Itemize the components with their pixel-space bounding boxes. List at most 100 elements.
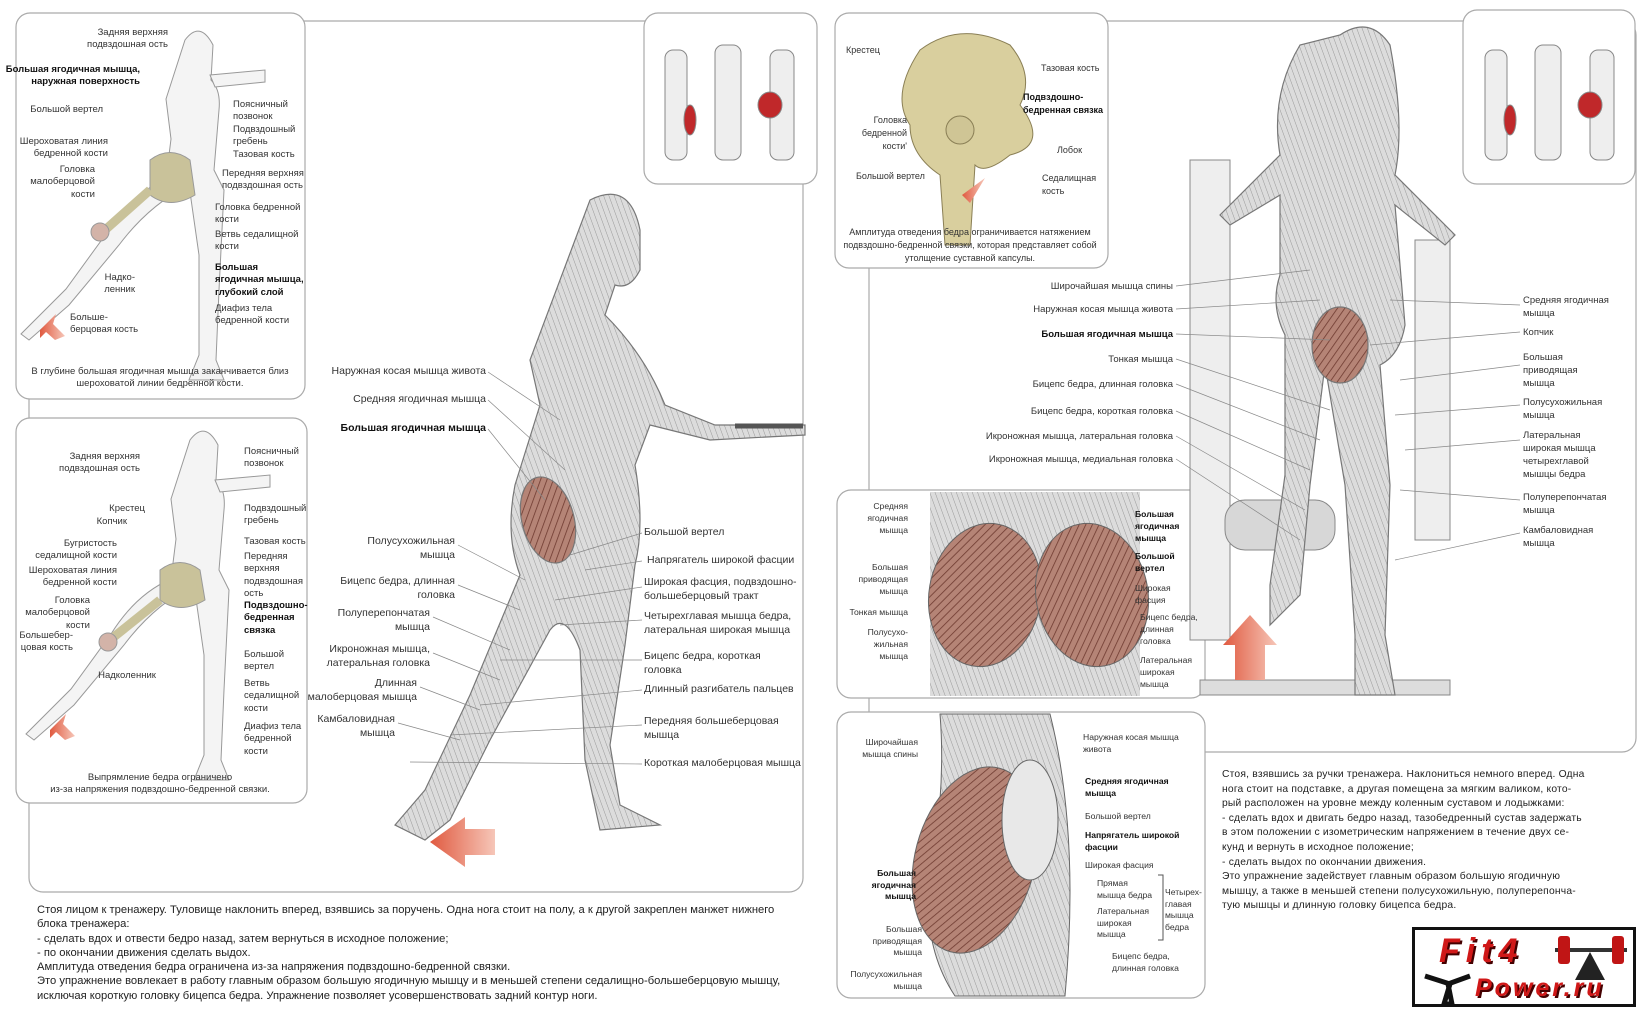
anatomy-label: Латеральная широкая мышца <box>1140 655 1193 689</box>
anatomy-label: Больше- берцовая кость <box>70 311 139 336</box>
anatomy-label: Диафиз тела бедренной кости <box>215 302 290 327</box>
anatomy-label: Шероховатая линия бедренной кости <box>28 564 117 589</box>
anatomy-label: Надколенник <box>98 669 156 681</box>
description-line: Стоя лицом к тренажеру. Туловище наклони… <box>37 904 775 916</box>
anatomy-label: Тонкая мышца <box>849 607 908 618</box>
anatomy-label: Тазовая кость <box>244 535 306 547</box>
anatomy-label: Наружная косая мышца живота <box>1033 303 1173 315</box>
main-left-leader-lines <box>397 371 643 765</box>
anatomy-label: Бугристость седалищной кости <box>35 537 117 562</box>
anatomy-label: Бицепс бедра, длинная головка <box>1112 950 1179 973</box>
anatomy-label: Средняя ягодичная мышца <box>353 393 486 406</box>
anatomy-label: Задняя верхняя подвздошная ость <box>59 450 140 475</box>
panel-caption: В глубине большая ягодичная мышца заканч… <box>31 365 289 390</box>
barbell-icon <box>1424 936 1627 1007</box>
anatomy-label: Полуперепончатая мышца <box>1523 491 1607 516</box>
panel-caption: Амплитуда отведения бедра ограничивается… <box>843 226 1097 263</box>
anatomy-label: Длинный разгибатель пальцев <box>644 683 794 696</box>
anatomy-label: Полусухо- жильная мышца <box>867 627 908 661</box>
description-line: - сделать вдох и отвести бедро назад, за… <box>37 932 449 945</box>
thumb-left-figures <box>664 44 795 161</box>
anatomy-label: Наружная косая мышца живота <box>331 365 486 378</box>
anatomy-label: Большой вертел <box>244 648 285 673</box>
anatomy-label: Четырех- главая мышца бедра <box>1165 886 1202 933</box>
anatomy-label: Ветвь седалищной кости <box>215 228 299 253</box>
anatomy-label: Камбаловидная мышца <box>317 713 395 739</box>
anatomy-label: Копчик <box>96 515 127 527</box>
anatomy-label: Большая ягодичная мышца <box>1135 509 1180 543</box>
anatomy-label: Тазовая кость <box>1041 62 1100 73</box>
anatomy-label: Широкая фасция <box>1085 859 1154 870</box>
anatomy-label: Бицепс бедра, длинная головка <box>1140 612 1198 646</box>
anatomy-label: Передняя верхняя подвздошная ость <box>222 167 304 192</box>
anatomy-label: Подвздошно- бедренная связка <box>244 599 308 636</box>
anatomy-label: Головка малоберцовой кости <box>25 594 90 631</box>
anatomy-label: Диафиз тела бедренной кости <box>244 720 302 757</box>
description-line: исключая короткую головку бицепса бедра.… <box>37 989 598 1002</box>
arrow-icon <box>430 817 495 867</box>
panel-b-frame <box>15 417 308 804</box>
anatomy-label: Передняя большеберцовая мышца <box>644 715 779 741</box>
arrow-icon <box>50 714 75 740</box>
anatomy-label: Латеральная широкая мышца <box>1097 905 1150 940</box>
arrow-icon <box>40 314 65 340</box>
panel-a-frame <box>15 12 306 400</box>
anatomy-label: Широчайшая мышца спины <box>1050 280 1173 292</box>
anatomy-label: Длинная малоберцовая мышца <box>307 677 417 703</box>
description-line: кунд и вернуть в исходное положение; <box>1222 841 1414 853</box>
anatomy-label: Напрягатель широкой фасции <box>1085 829 1180 852</box>
anatomy-label: Полусухожильная мышца <box>367 535 455 561</box>
right-main-frame <box>868 20 1637 753</box>
anatomy-label: Головка малоберцовой кости <box>30 163 95 200</box>
anatomy-label: Камбаловидная мышца <box>1523 524 1594 549</box>
anatomy-label: Большой вертел <box>644 526 725 539</box>
description-line: мышцу, а также в меньшей степени полусух… <box>1222 885 1576 897</box>
main-right-leader-lines <box>1175 269 1521 561</box>
description-line: Стоя, взявшись за ручки тренажера. Накло… <box>1222 769 1585 780</box>
anatomy-label: Головка бедренной кости' <box>861 114 907 151</box>
anatomy-label: Подвздошно- бедренная связка <box>1023 91 1104 115</box>
anatomy-label: Латеральная широкая мышца четырехглавой … <box>1523 429 1596 480</box>
anatomy-label: Надко- ленник <box>104 271 135 296</box>
anatomy-label: Поясничный позвонок <box>233 98 288 123</box>
arrow-icon <box>962 178 985 203</box>
anatomy-label: Бицепс бедра, короткая головка <box>644 650 761 676</box>
side-hip-illustration <box>911 713 1164 997</box>
panel-caption: Выпрямление бедра ограничено из-за напря… <box>50 771 270 796</box>
anatomy-label: Задняя верхняя подвздошная ость <box>87 26 168 51</box>
thumb-right-figures <box>1484 44 1615 161</box>
anatomy-label: Широкая фасция, подвздошно- большеберцов… <box>644 576 797 602</box>
anatomy-label: Полусухожильная мышца <box>1523 396 1603 421</box>
anatomy-label: Лобок <box>1057 144 1083 155</box>
anatomy-label: Большой вертел <box>1085 810 1151 821</box>
logo-line-1: Fit4 <box>1439 932 1524 970</box>
left-exercise-description: Стоя лицом к тренажеру. Туловище наклони… <box>37 903 780 1003</box>
anatomy-label: Большая ягодичная мышца <box>1041 328 1173 340</box>
anatomy-label: Большая ягодичная мышца <box>340 422 486 435</box>
anatomy-label: Ветвь седалищной кости <box>244 677 300 714</box>
main-left-figure <box>394 193 806 841</box>
description-line: - сделать вдох и двигать бедро назад, та… <box>1222 812 1582 824</box>
anatomy-label: Большая ягодичная мышца <box>871 867 916 902</box>
anatomy-label: Икроножная мышца, латеральная головка <box>326 643 430 669</box>
anatomy-label: Большой вертел <box>30 103 103 115</box>
anatomy-label: Большая приводящая мышца <box>1523 351 1578 389</box>
anatomy-label: Копчик <box>1523 326 1554 338</box>
anatomy-label: Большая ягодичная мышца, глубокий слой <box>215 261 304 298</box>
anatomy-label: Бицепс бедра, длинная головка <box>1032 378 1173 390</box>
anatomy-label: Икроножная мышца, латеральная головка <box>985 430 1173 442</box>
anatomy-label: Прямая мышца бедра <box>1097 877 1153 900</box>
anatomy-label: Подвздошный гребень <box>244 502 307 527</box>
anatomy-label: Икроножная мышца, медиальная головка <box>988 453 1173 465</box>
anatomy-label: Средняя ягодичная мышца <box>1523 294 1609 319</box>
pelvis-illustration <box>901 33 1034 246</box>
anatomy-label: Поясничный позвонок <box>244 445 299 470</box>
description-line: тую мышцы и длинную головку бицепса бедр… <box>1222 900 1457 912</box>
anatomy-label: Большой вертел <box>1135 551 1175 573</box>
anatomy-label: Крестец <box>846 44 880 55</box>
description-line: в этом положении с изометрическим напряж… <box>1222 827 1570 839</box>
description-line: - сделать выдох по окончании движения. <box>1222 856 1427 868</box>
anatomy-label: Шероховатая линия бедренной кости <box>19 135 108 160</box>
anatomy-label: Большая ягодичная мышца, наружная поверх… <box>5 63 140 88</box>
